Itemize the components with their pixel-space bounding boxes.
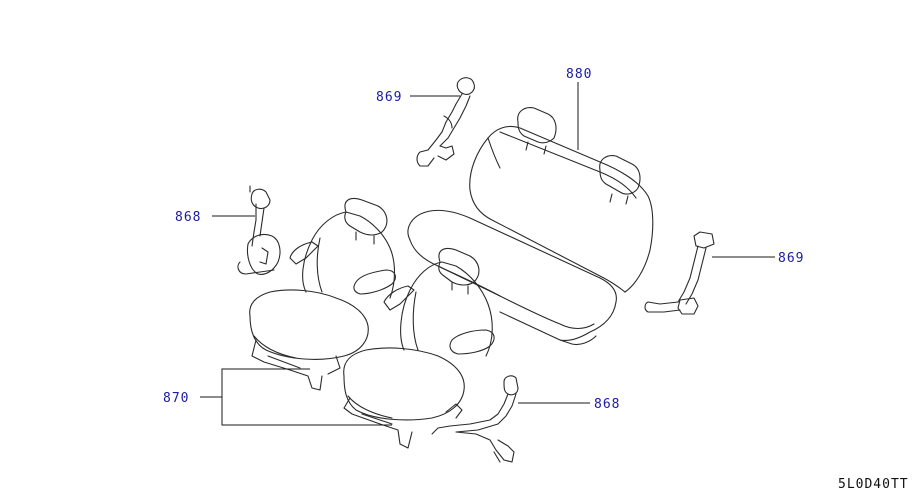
callout-labels: 869 880 868 869 870 868 xyxy=(163,67,804,412)
callout-869-upper: 869 xyxy=(376,90,402,105)
front-seat-right[interactable] xyxy=(343,247,495,449)
leader-lines xyxy=(200,82,775,426)
callout-870: 870 xyxy=(163,391,189,406)
front-seat-left[interactable] xyxy=(249,197,396,391)
callout-869-right: 869 xyxy=(778,251,804,266)
leader-870-bracket xyxy=(221,368,392,426)
front-seat-belt-right[interactable] xyxy=(431,375,519,463)
diagram-code: 5L0D40TT xyxy=(838,477,909,492)
rear-seat-belt-left[interactable] xyxy=(416,77,475,167)
rear-bench-seat[interactable] xyxy=(407,107,654,346)
front-seat-belt-left[interactable] xyxy=(237,185,281,275)
rear-seat-belt-right[interactable] xyxy=(644,231,715,315)
callout-868-right: 868 xyxy=(594,397,620,412)
callout-868-left: 868 xyxy=(175,210,201,225)
callout-880: 880 xyxy=(566,67,592,82)
